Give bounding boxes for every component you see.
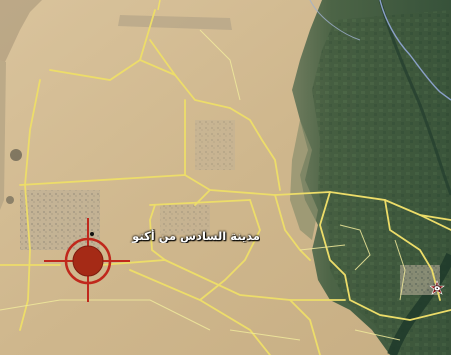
location-marker[interactable]: [44, 218, 130, 302]
city-label[interactable]: مدينة السادس من أكتو: [132, 229, 260, 243]
marker-outer-ring: [64, 237, 112, 285]
urban-strip-north: [118, 15, 232, 30]
left-edge-strip: [0, 60, 6, 210]
border-line: [379, 0, 451, 101]
top-left-shadow: [0, 0, 42, 70]
dark-patch: [6, 196, 14, 204]
farmland-edge: [290, 120, 318, 240]
nile-river: [378, 0, 451, 196]
city-label-partial[interactable]: ة: [434, 280, 441, 293]
minor-roads: [0, 29, 406, 341]
desert-track: [157, 0, 161, 11]
urban-patch-center: [160, 205, 210, 235]
marker-tick-dot: [90, 232, 94, 236]
marker-inner-dot: [72, 245, 104, 277]
urban-patch-mid: [195, 120, 235, 170]
road-network: [0, 9, 451, 355]
star-icon[interactable]: [429, 280, 445, 295]
dark-patch: [10, 149, 22, 161]
border-line-2: [309, 0, 361, 41]
